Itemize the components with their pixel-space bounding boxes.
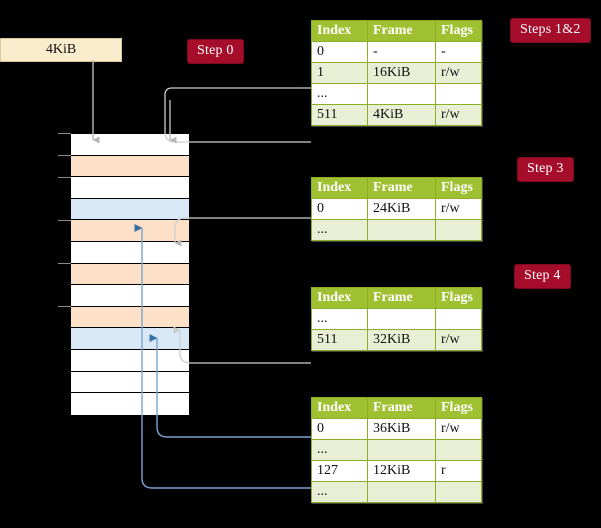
connector-l3-to-memory	[174, 217, 311, 247]
table-cell	[367, 481, 436, 503]
table-cell	[435, 308, 482, 330]
table-cell: ...	[311, 219, 368, 241]
table-cell: r/w	[435, 418, 482, 440]
table-cell	[367, 219, 436, 241]
table-row: ...	[311, 439, 482, 461]
table-cell: 16KiB	[367, 62, 436, 84]
memory-frame-row	[71, 285, 189, 307]
memory-frame-row	[71, 393, 189, 415]
column-header-index: Index	[311, 20, 368, 42]
table-cell: ...	[311, 481, 368, 503]
memory-tick	[58, 155, 71, 156]
memory-frame-row	[71, 177, 189, 199]
table-row: 0--	[311, 41, 482, 63]
table-cell: r/w	[435, 198, 482, 220]
memory-tick	[58, 220, 71, 221]
table-row: ...	[311, 481, 482, 503]
physical-memory-column	[70, 133, 190, 415]
table-cell: ...	[311, 308, 368, 330]
table-row: ...	[311, 83, 482, 105]
table-cell	[435, 83, 482, 105]
table-cell: -	[435, 41, 482, 63]
memory-frame-row	[71, 241, 189, 264]
column-header-flags: Flags	[435, 287, 482, 309]
source-frame-box: 4KiB	[0, 38, 122, 62]
table-cell	[435, 219, 482, 241]
column-header-flags: Flags	[435, 397, 482, 419]
memory-frame-row	[71, 134, 189, 156]
memory-tick	[58, 263, 71, 264]
table-cell	[435, 439, 482, 461]
table-cell: 1	[311, 62, 368, 84]
step-badge-steps12: Steps 1&2	[511, 19, 590, 42]
table-cell: r/w	[435, 104, 482, 126]
column-header-frame: Frame	[367, 177, 436, 199]
table-cell: ...	[311, 439, 368, 461]
table-cell: ...	[311, 83, 368, 105]
column-header-flags: Flags	[435, 177, 482, 199]
step-badge-step0: Step 0	[188, 40, 243, 63]
column-header-flags: Flags	[435, 20, 482, 42]
table-cell	[367, 308, 436, 330]
column-header-frame: Frame	[367, 20, 436, 42]
source-frame-label: 4KiB	[45, 42, 77, 57]
column-header-index: Index	[311, 287, 368, 309]
table-cell: 0	[311, 198, 368, 220]
table-cell: -	[367, 41, 436, 63]
table-cell	[435, 481, 482, 503]
table-cell: 32KiB	[367, 329, 436, 351]
column-header-frame: Frame	[367, 287, 436, 309]
table-cell	[367, 439, 436, 461]
table-cell: 24KiB	[367, 198, 436, 220]
table-cell: r/w	[435, 329, 482, 351]
memory-tick	[58, 133, 71, 134]
table-row: ...	[311, 219, 482, 241]
memory-frame-row	[71, 263, 189, 286]
table-cell: 127	[311, 460, 368, 482]
memory-tick	[58, 306, 71, 307]
step-badge-step4: Step 4	[515, 265, 570, 288]
connector-l2-to-memory	[173, 326, 311, 364]
memory-frame-row	[71, 198, 189, 221]
table-row: ...	[311, 308, 482, 330]
table-cell: 12KiB	[367, 460, 436, 482]
memory-frame-row	[71, 220, 189, 242]
memory-frame-row	[71, 155, 189, 178]
table-cell: 4KiB	[367, 104, 436, 126]
column-header-frame: Frame	[367, 397, 436, 419]
table-cell	[367, 83, 436, 105]
memory-frame-row	[71, 371, 189, 394]
table-cell: 511	[311, 104, 368, 126]
memory-frame-row	[71, 349, 189, 372]
table-cell: 0	[311, 418, 368, 440]
table-cell: 36KiB	[367, 418, 436, 440]
step-badge-step3: Step 3	[518, 158, 573, 181]
column-header-index: Index	[311, 177, 368, 199]
memory-tick	[58, 177, 71, 178]
table-cell: 511	[311, 329, 368, 351]
memory-frame-row	[71, 306, 189, 329]
memory-frame-row	[71, 328, 189, 350]
table-cell: r	[435, 460, 482, 482]
table-cell: 0	[311, 41, 368, 63]
column-header-index: Index	[311, 397, 368, 419]
table-cell: r/w	[435, 62, 482, 84]
